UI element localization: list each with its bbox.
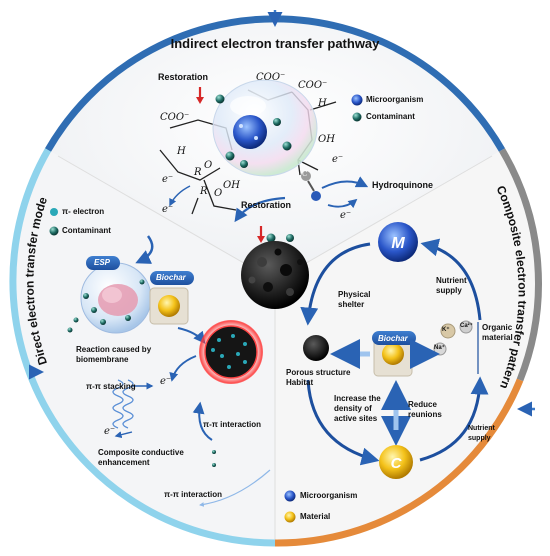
chem-coo-1: COO⁻ [256, 72, 286, 83]
right-microorganism [378, 222, 418, 262]
electron-arrow-left [169, 185, 191, 207]
physical-shelter-label: Physical shelter [338, 290, 371, 309]
ring-right-arc [498, 148, 542, 382]
chem-oh-2: OH [223, 180, 240, 191]
legend-pi-electron-label: π- electron [62, 207, 105, 216]
reduce-label: Reduce reunions [408, 400, 442, 419]
porous-label: Porous structure Habitat [286, 368, 351, 387]
legend-contaminant-icon [352, 112, 362, 122]
top-section-title: Indirect electron transfer pathway [170, 36, 380, 51]
legend-right-microorganism-label: Microorganism [300, 491, 358, 500]
chem-coo-3: COO⁻ [160, 112, 190, 123]
bubble-microorganism [233, 115, 267, 149]
chem-c: C [302, 170, 308, 178]
composite-label: Composite conductive enhancement [98, 448, 184, 467]
pi-interaction-arrow [192, 401, 213, 441]
chem-oh-1: OH [318, 134, 335, 145]
reaction-label: Reaction caused by biomembrane [76, 345, 152, 364]
hydroquinone-label: Hydroquinone [372, 180, 433, 190]
right-biochar-tag [372, 331, 416, 345]
esp-contaminants [67, 279, 145, 333]
electron-1: e⁻ [332, 154, 344, 165]
pi-interaction-label-1: π-π interaction [203, 420, 262, 429]
pi-interaction-label-2: π-π interaction [164, 490, 223, 499]
cycle-arrow-left-top [300, 242, 371, 326]
restoration-label-top: Restoration [158, 72, 209, 82]
chem-r-1: R [194, 167, 202, 178]
cycle-arrow-right-bottom [419, 376, 489, 462]
esp-tag [86, 256, 120, 270]
chem-o-1: O [204, 160, 213, 171]
restoration-label-bottom: Restoration [241, 200, 292, 210]
ring-left-arc [9, 148, 276, 547]
top-contaminants [215, 94, 294, 243]
right-material [379, 445, 413, 479]
left-electron-2: e⁻ [104, 426, 116, 437]
chem-coo-2: COO⁻ [298, 80, 328, 91]
ion-na-label: Na⁺ [434, 345, 445, 351]
cycle-arrow-right-top [420, 238, 482, 321]
ion-ca [459, 320, 473, 334]
legend-microorganism-label: Microorganism [366, 95, 424, 104]
central-biochar [241, 241, 309, 309]
porous-to-stacking-arrow [169, 355, 197, 382]
bottom-left-arrow [199, 469, 271, 507]
left-electron-1: e⁻ [160, 376, 172, 387]
left-material-sphere [158, 295, 180, 317]
oxygen-atom [311, 191, 321, 201]
porous-dark-particle [204, 325, 258, 379]
carbon-atom [301, 171, 311, 181]
right-microorganism-label: M [391, 235, 405, 252]
chem-r-2: R [200, 186, 208, 197]
chem-h-2: H [177, 146, 186, 157]
cycle-arrow-left-bottom [306, 379, 380, 466]
legend-pi-electron-icon [50, 208, 58, 216]
restoration-curve-arrow [234, 196, 286, 223]
chem-o-2: O [214, 188, 223, 199]
ion-ca-label: Ca²⁺ [460, 323, 473, 329]
ring-right-bottom-arc [274, 378, 524, 547]
left-biochar-tag-label: Biochar [156, 273, 186, 282]
legend-left-contaminant-label: Contaminant [62, 226, 111, 235]
stacking-arrow-b [114, 431, 133, 439]
left-section [49, 208, 271, 507]
esp-in-arrow [135, 235, 154, 264]
right-material-label: C [391, 455, 403, 472]
nutrient-supply-label-2: Nutrient supply [468, 425, 495, 442]
hydroquinone-arrow [321, 176, 369, 189]
legend-contaminant-label: Contaminant [366, 112, 415, 121]
porous-pi-electrons [211, 334, 247, 369]
pi-stacking-helix [112, 379, 134, 429]
electron-4: e⁻ [162, 204, 174, 215]
left-biochar-tag [150, 271, 194, 285]
nutrient-supply-label-1: Nutrient supply [436, 276, 467, 295]
right-section: M C [284, 222, 489, 523]
electron-2: e⁻ [340, 210, 352, 221]
esp-tag-label: ESP [94, 258, 111, 267]
legend-material-icon [284, 511, 296, 523]
legend-material-label: Material [300, 512, 331, 521]
legend-microorganism-icon [351, 94, 363, 106]
right-biochar-tag-label: Biochar [378, 334, 408, 343]
top-section [159, 79, 369, 243]
increase-label: Increase the density of active sites [334, 394, 381, 423]
electron-3: e⁻ [162, 174, 174, 185]
pi-stacking-label: π-π stacking [86, 382, 136, 391]
legend-left-contaminant-icon [49, 226, 59, 236]
porous-structure-particle [303, 335, 329, 361]
organic-material-label: Organic material [482, 323, 513, 342]
ion-k-label: K⁺ [442, 327, 450, 333]
ion-k [440, 323, 456, 339]
left-sector [12, 150, 276, 543]
legend-right-microorganism-icon [284, 490, 296, 502]
electron-arrow-right [327, 198, 358, 209]
right-biochar-sphere [382, 343, 404, 365]
chem-h-1: H [318, 98, 327, 109]
